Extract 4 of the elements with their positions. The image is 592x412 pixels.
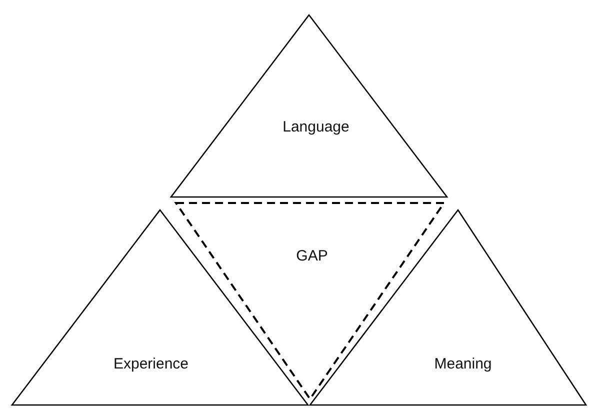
triangle-label: Experience <box>113 356 189 372</box>
triangle-label: GAP <box>296 248 328 264</box>
triangle-label: Meaning <box>434 356 492 372</box>
triangle-label: Language <box>282 118 350 136</box>
